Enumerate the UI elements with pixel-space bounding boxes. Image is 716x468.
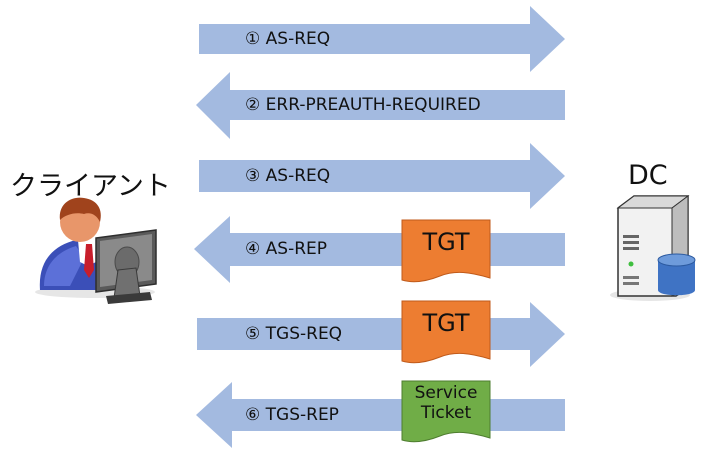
- user-at-computer-icon: [35, 197, 157, 304]
- message-label-5: ⑤ TGS-REQ: [245, 324, 343, 344]
- arrow-tgs-rep: [196, 382, 565, 448]
- dc-label: DC: [628, 160, 668, 191]
- tgt-document-4: [401, 219, 491, 283]
- service-ticket-line1: Service: [414, 383, 478, 403]
- tgt-document-5: [401, 300, 491, 364]
- arrow-err-preauth: [196, 72, 565, 139]
- message-label-1: ① AS-REQ: [245, 29, 331, 49]
- service-ticket-line2: Ticket: [420, 403, 472, 423]
- arrow-as-req-3: [199, 143, 565, 209]
- server-database-icon: [610, 195, 696, 301]
- service-ticket-document: [401, 380, 491, 443]
- message-label-4: ④ AS-REP: [245, 239, 328, 259]
- client-label: クライアント: [10, 171, 171, 202]
- arrow-as-rep: [194, 216, 565, 283]
- message-label-2: ② ERR-PREAUTH-REQUIRED: [245, 95, 481, 115]
- tgt-label-4: TGT: [422, 228, 470, 256]
- service-ticket-label: Service Ticket: [402, 383, 490, 423]
- message-label-6: ⑥ TGS-REP: [245, 405, 339, 425]
- arrow-as-req-1: [199, 6, 565, 72]
- message-label-3: ③ AS-REQ: [245, 166, 331, 186]
- tgt-label-5: TGT: [422, 309, 470, 337]
